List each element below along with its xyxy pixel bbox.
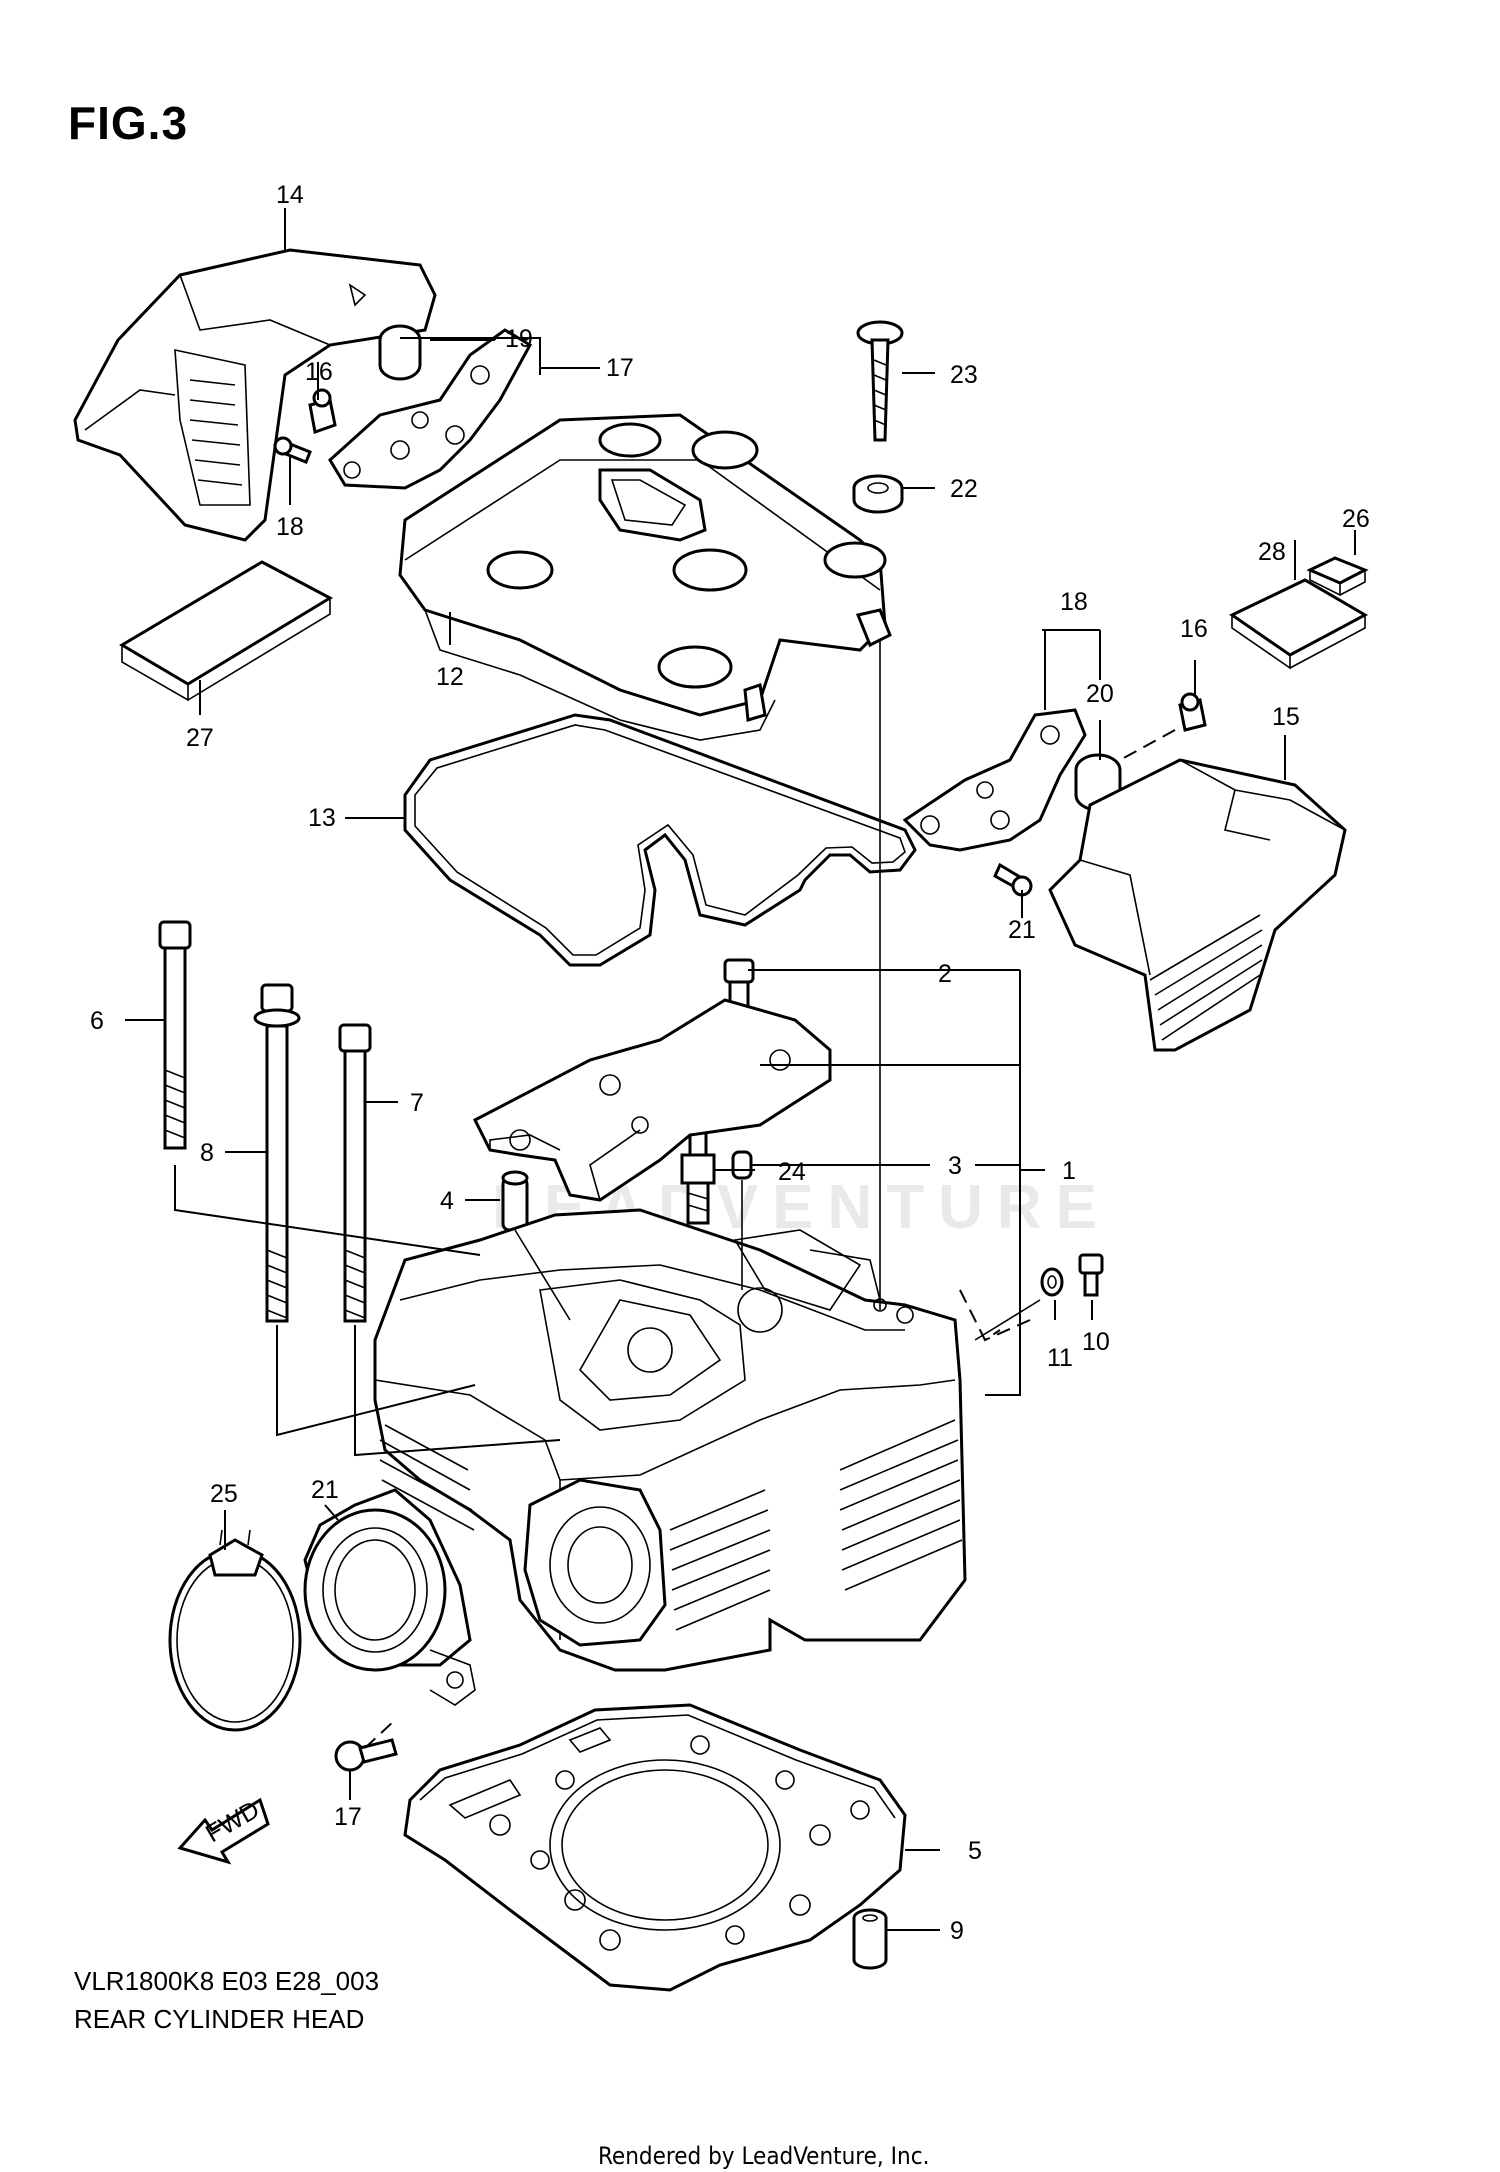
part-9-dowel [852,1908,888,1970]
callout-7: 7 [410,1089,424,1117]
part-12-head-cover [398,413,892,741]
part-28-pad [1229,578,1369,670]
part-23-intake-pipe [303,1488,476,1706]
callout-11: 11 [1047,1344,1073,1372]
part-18-left-damper [378,324,422,381]
part-24-screw [334,1738,398,1772]
callout-1: 1 [1062,1157,1076,1185]
part-21-right-bolt [993,862,1033,897]
callout-2: 2 [938,960,952,988]
callout-13: 13 [308,804,336,832]
callout-16-right: 16 [1180,615,1208,643]
callout-21-left: 18 [276,513,304,541]
figure-title: FIG.3 [68,97,189,149]
figure-code: VLR1800K8 E03 E28_003 [74,1966,380,1996]
callout-15: 15 [1272,703,1300,731]
part-13-cover-gasket [403,713,917,967]
part-19-washer [852,474,904,514]
part-16-left-grommet [308,388,337,434]
callout-12: 12 [436,663,464,691]
callout-17-left: 17 [606,354,634,382]
render-credit: Rendered by LeadVenture, Inc. [598,2142,930,2170]
part-17-right-bracket [902,708,1087,852]
part-11-washer [1040,1267,1064,1297]
callout-18-left: 19 [505,325,533,353]
callout-28: 28 [1258,538,1286,566]
part-15-right-cover [1048,758,1347,1052]
callout-22: 24 [778,1158,806,1186]
part-5-head-gasket [403,1703,907,1992]
part-20-bolt [856,320,904,442]
dashed-reference-lines [364,729,1176,1749]
callout-24: 17 [334,1803,362,1831]
fwd-arrow-icon: FWD [177,1795,270,1865]
part-14-left-cover [73,248,437,542]
part-10-bolt [1078,1253,1104,1297]
callout-18-right: 20 [1086,680,1114,708]
callout-16-left: 16 [305,358,333,386]
part-6-bolt [158,920,192,1150]
part-27-pad [119,560,334,702]
callout-26: 26 [1342,505,1370,533]
part-7-bolt [338,1023,372,1323]
callout-23: 21 [311,1476,339,1504]
camshaft-holder [472,998,832,1202]
part-8-bolt [253,983,301,1323]
callout-8: 8 [200,1139,214,1167]
part-25-clamp [168,1529,302,1732]
cylinder-head-body [373,1208,967,1672]
callout-27: 27 [186,724,214,752]
part-4-valve-guide [501,1170,529,1232]
part-17-left-bracket [328,328,533,490]
callout-25: 25 [210,1480,238,1508]
part-16-right-grommet [1178,692,1207,732]
callout-20: 23 [950,361,978,389]
callout-4: 4 [440,1187,454,1215]
part-21-left-bolt [273,436,312,464]
callout-10: 10 [1082,1328,1110,1356]
callout-17-right: 18 [1060,588,1088,616]
figure-name: REAR CYLINDER HEAD [74,2004,365,2034]
part-26-block [1306,556,1369,597]
callout-6: 6 [90,1007,104,1035]
callout-21-right: 21 [1008,916,1036,944]
leader-lines [125,208,1356,1931]
callout-5: 5 [968,1837,982,1865]
callout-9: 9 [950,1917,964,1945]
callout-3: 3 [948,1152,962,1180]
callout-labels: 14 16 18 19 17 23 22 26 28 18 16 20 15 1… [90,181,1370,1945]
callout-19: 22 [950,475,978,503]
part-3-dowel [731,1150,753,1180]
callout-14: 14 [276,181,304,209]
